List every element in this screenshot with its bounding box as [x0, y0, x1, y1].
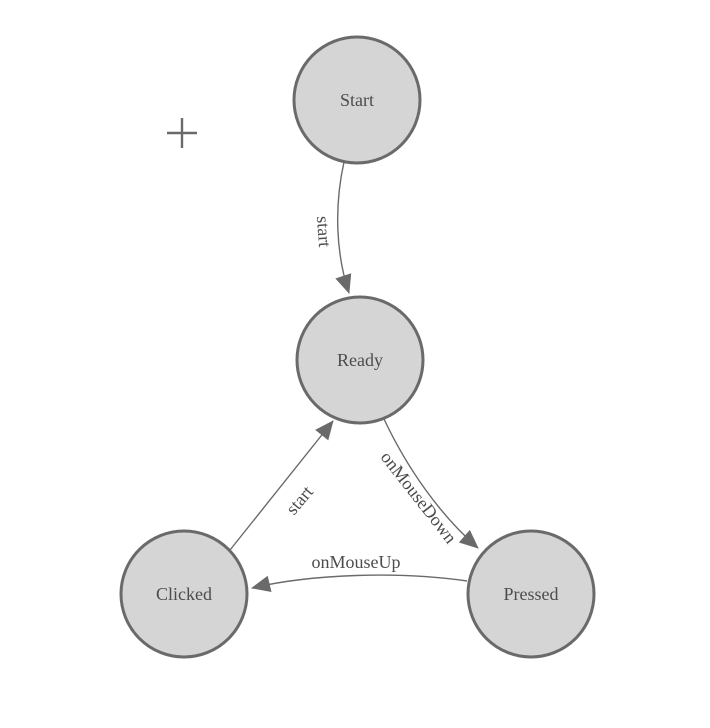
node-label-ready: Ready: [337, 350, 383, 370]
transition-pressed-to-clicked[interactable]: [251, 574, 468, 593]
edge-label-on-mouse-down: onMouseDown: [377, 447, 461, 547]
state-node-pressed[interactable]: Pressed: [466, 529, 596, 659]
plus-icon-strokes: [167, 118, 197, 148]
state-node-start[interactable]: Start: [292, 35, 422, 165]
state-node-clicked[interactable]: Clicked: [119, 529, 249, 659]
node-label-clicked: Clicked: [156, 584, 212, 604]
edge-label-start-to-ready: start: [313, 215, 335, 247]
node-circle-pressed[interactable]: [466, 529, 596, 659]
state-node-ready[interactable]: Ready: [295, 295, 425, 425]
transition-ready-to-pressed[interactable]: [383, 418, 479, 549]
node-circle-start[interactable]: [292, 35, 422, 165]
node-circle-clicked[interactable]: [119, 529, 249, 659]
transition-start-to-ready[interactable]: [335, 161, 352, 294]
transition-clicked-to-ready[interactable]: [229, 420, 334, 551]
edge-label-clicked-to-ready: start: [282, 482, 317, 519]
node-label-pressed: Pressed: [504, 584, 559, 604]
plus-icon[interactable]: [167, 118, 197, 148]
edge-label-on-mouse-up: onMouseUp: [312, 552, 401, 572]
node-label-start: Start: [340, 90, 374, 110]
node-circle-ready[interactable]: [295, 295, 425, 425]
